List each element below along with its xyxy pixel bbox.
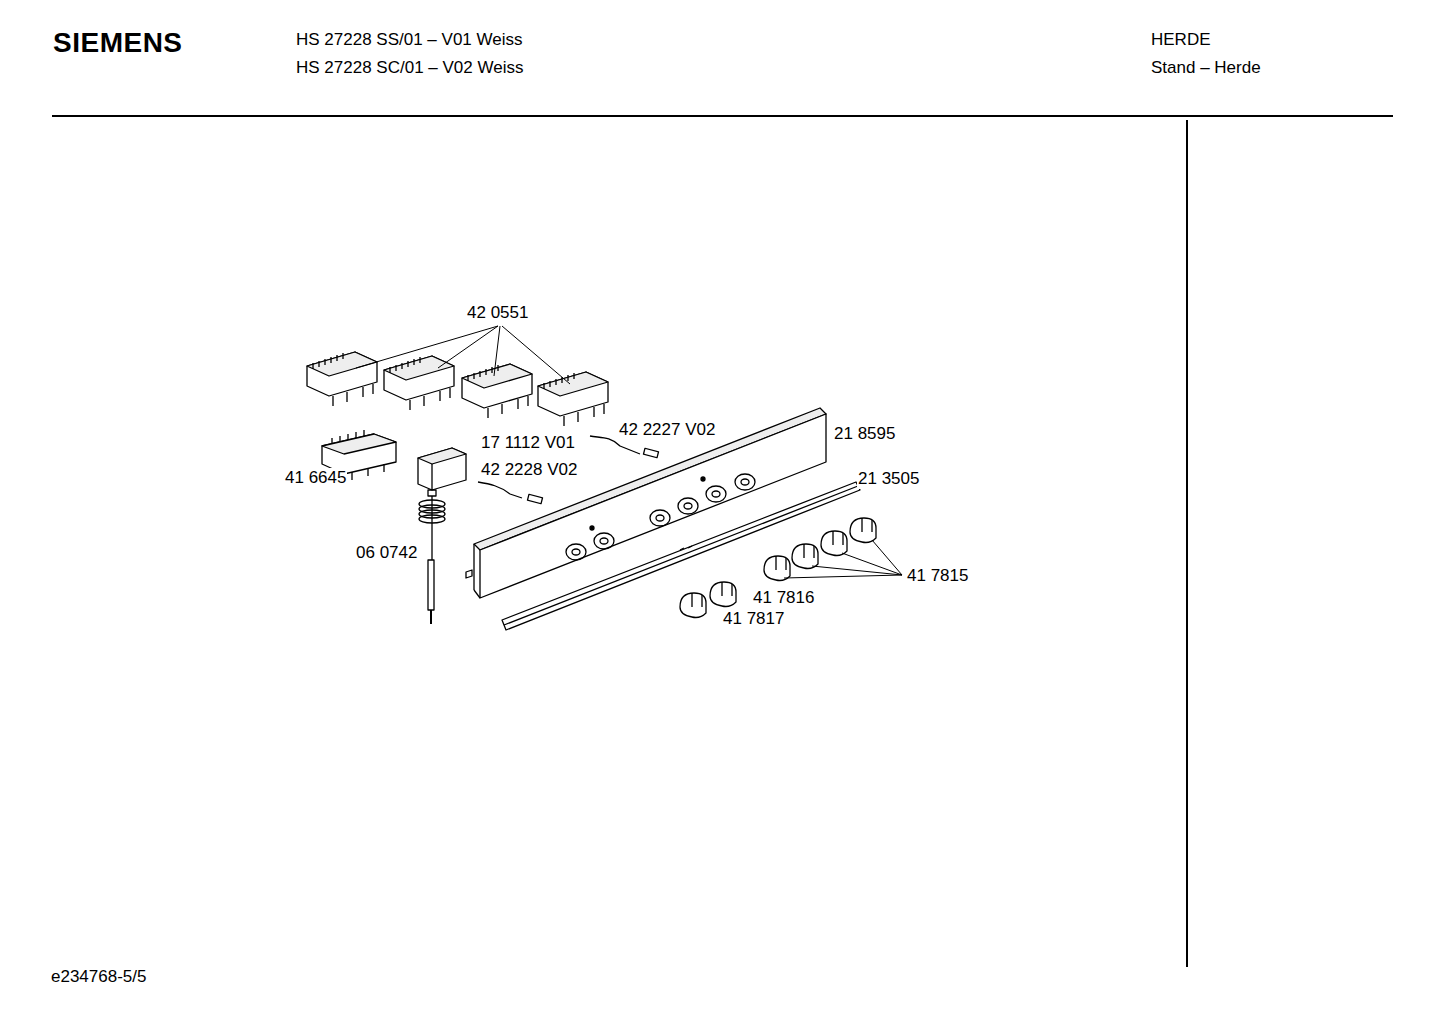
callout-number: 17 1112 V01 <box>480 433 576 453</box>
header-rule <box>52 115 1393 117</box>
callout-number: 42 2228 V02 <box>480 460 578 480</box>
category-text: Stand – Herde <box>1150 58 1262 78</box>
thermostat <box>418 448 466 624</box>
brand-logo: SIEMENS <box>52 27 184 59</box>
rotary-switches <box>307 326 608 426</box>
callout-number: 21 3505 <box>857 469 920 489</box>
page-code: e234768-5/5 <box>50 967 147 987</box>
callout-number: 42 0551 <box>466 303 529 323</box>
model-line: HS 27228 SS/01 – V01 Weiss <box>295 30 524 50</box>
callout-number: 41 7817 <box>722 609 785 629</box>
control-knobs <box>680 518 902 618</box>
callout-number: 41 6645 <box>284 468 347 488</box>
callout-number: 06 0742 <box>355 543 418 563</box>
callout-number: 41 7816 <box>752 588 815 608</box>
trim-strip <box>502 482 860 630</box>
category-text: HERDE <box>1150 30 1212 50</box>
callout-number: 21 8595 <box>833 424 896 444</box>
callout-number: 42 2227 V02 <box>618 420 716 440</box>
model-line: HS 27228 SC/01 – V02 Weiss <box>295 58 524 78</box>
callout-number: 41 7815 <box>906 566 969 586</box>
side-rule <box>1186 120 1188 967</box>
